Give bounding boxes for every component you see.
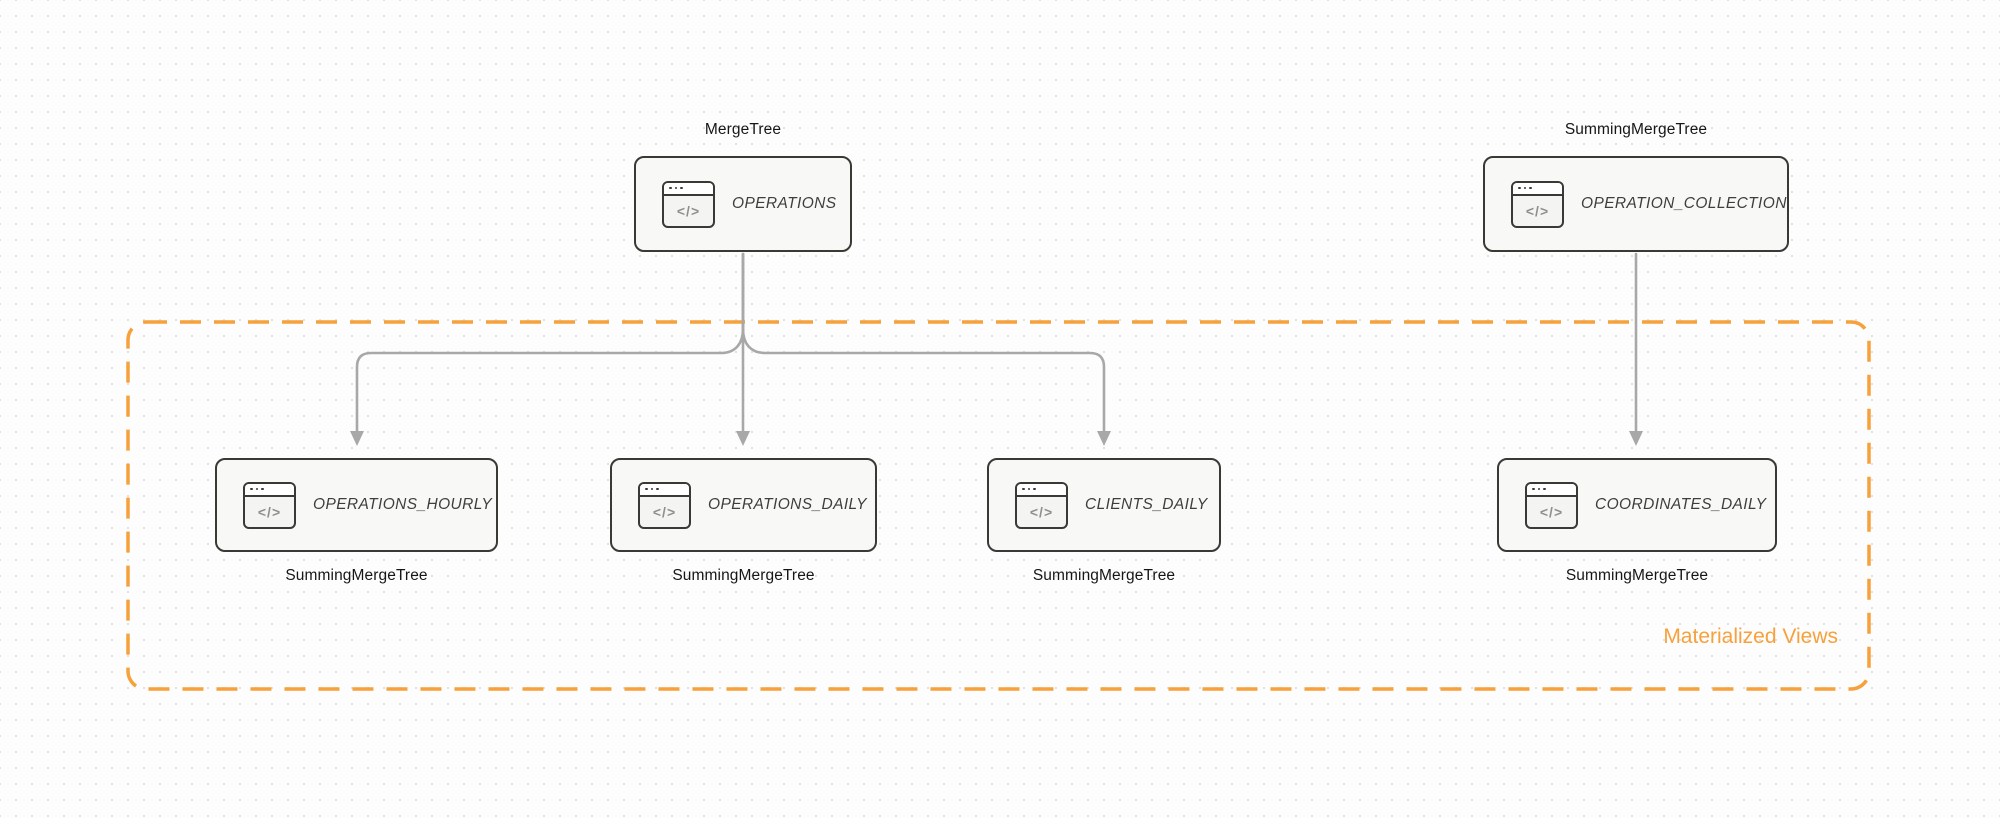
node-title: OPERATIONS_DAILY (708, 496, 867, 513)
node-operations: </> OPERATIONS (634, 156, 852, 252)
engine-label: SummingMergeTree (672, 567, 815, 584)
materialized-views-group-border (126, 320, 1871, 691)
window-dots (1513, 182, 1562, 196)
node-wrap-coordinates-daily: </> COORDINATES_DAILY SummingMergeTree (1497, 458, 1777, 584)
engine-label: SummingMergeTree (1032, 567, 1176, 584)
code-glyph: </> (1029, 503, 1054, 520)
engine-label: MergeTree (704, 121, 782, 138)
window-dots (1017, 483, 1066, 497)
materialized-views-label: Materialized Views (1663, 625, 1838, 648)
node-operations-hourly: </> OPERATIONS_HOURLY (215, 458, 498, 552)
engine-label: SummingMergeTree (1564, 121, 1708, 138)
node-operations-daily: </> OPERATIONS_DAILY (610, 458, 877, 552)
code-window-icon: </> (662, 180, 715, 228)
edge-operations-to-operations-hourly (350, 252, 745, 446)
code-glyph: </> (1525, 202, 1550, 219)
node-title: COORDINATES_DAILY (1595, 496, 1767, 513)
code-glyph: </> (1539, 503, 1564, 520)
code-window-icon: </> (638, 481, 691, 529)
node-wrap-operations: MergeTree </> OPERATIONS (634, 122, 852, 252)
code-window-icon: </> (1511, 180, 1564, 228)
node-wrap-operations-hourly: </> OPERATIONS_HOURLY SummingMergeTree (215, 458, 498, 584)
edge-operations-to-clients-daily (741, 252, 1111, 446)
code-glyph: </> (652, 503, 677, 520)
node-coordinates-daily: </> COORDINATES_DAILY (1497, 458, 1777, 552)
engine-label: SummingMergeTree (1565, 567, 1709, 584)
window-dots (664, 182, 713, 196)
node-title: OPERATION_COLLECTION (1581, 195, 1787, 212)
code-glyph: </> (257, 503, 282, 520)
window-dots (640, 483, 689, 497)
node-title: OPERATIONS_HOURLY (313, 496, 493, 513)
node-wrap-clients-daily: </> CLIENTS_DAILY SummingMergeTree (987, 458, 1221, 584)
window-dots (245, 483, 294, 497)
engine-label: SummingMergeTree (285, 567, 428, 584)
code-glyph: </> (676, 202, 701, 219)
node-clients-daily: </> CLIENTS_DAILY (987, 458, 1221, 552)
code-window-icon: </> (243, 481, 296, 529)
code-window-icon: </> (1015, 481, 1068, 529)
node-operation-collection: </> OPERATION_COLLECTION (1483, 156, 1789, 252)
node-wrap-operations-daily: </> OPERATIONS_DAILY SummingMergeTree (610, 458, 877, 584)
edge-operation-collection-to-coordinates-daily (1629, 252, 1643, 446)
node-title: OPERATIONS (732, 195, 837, 212)
node-title: CLIENTS_DAILY (1085, 496, 1208, 513)
node-wrap-operation-collection: SummingMergeTree </> OPERATION_COLLECTIO… (1483, 122, 1789, 252)
code-window-icon: </> (1525, 481, 1578, 529)
window-dots (1527, 483, 1576, 497)
